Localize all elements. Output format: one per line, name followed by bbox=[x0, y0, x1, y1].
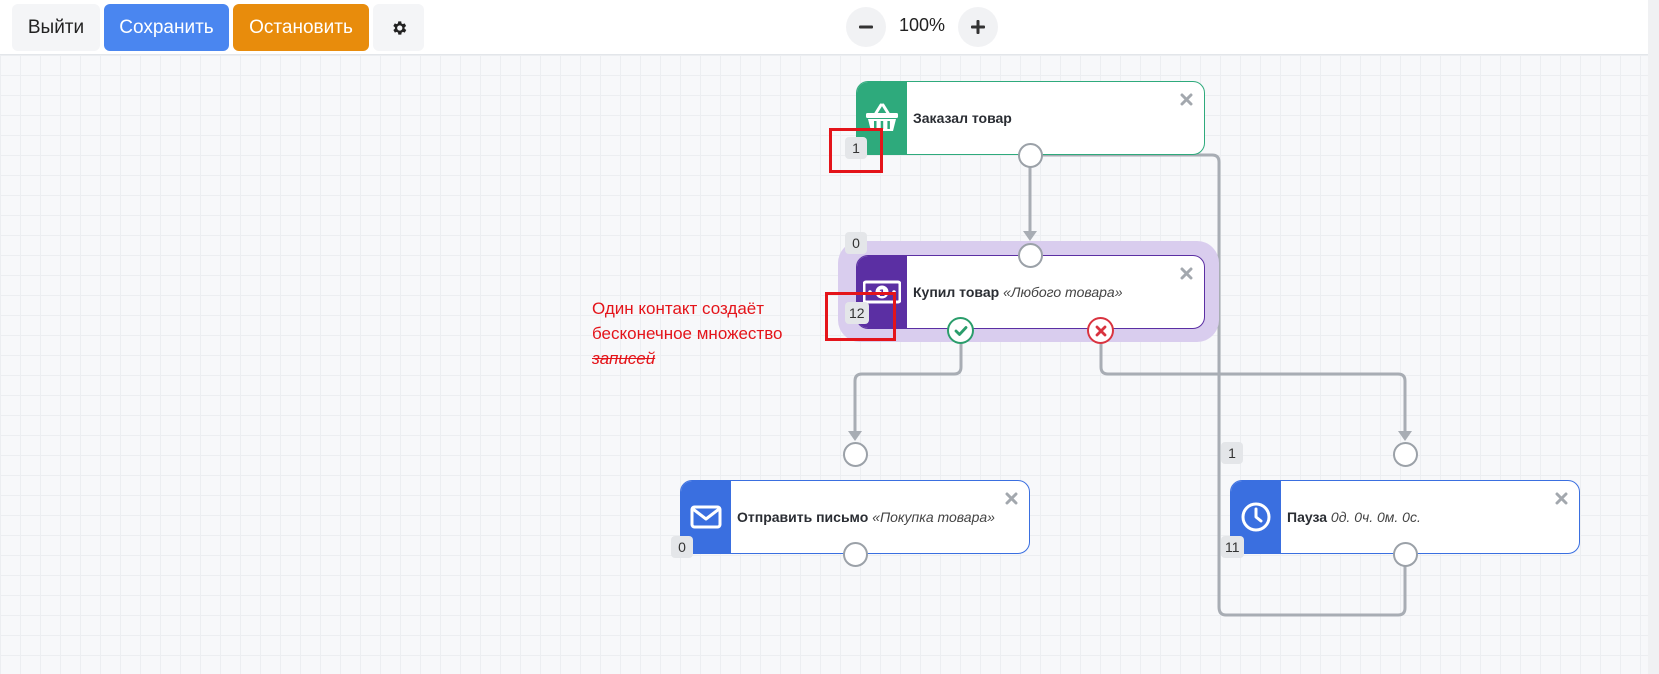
highlight-box-buy-counter bbox=[825, 292, 896, 341]
node-title: Отправить письмо «Покупка товара» bbox=[731, 509, 995, 525]
counter-badge-pause-out: 11 bbox=[1221, 536, 1244, 558]
plus-icon bbox=[971, 20, 985, 34]
wire-no-to-pause bbox=[1099, 328, 1407, 435]
cross-icon bbox=[1095, 325, 1106, 336]
annotation-line: бесконечное множество bbox=[592, 324, 783, 343]
counter-badge-pause-in: 1 bbox=[1221, 442, 1243, 464]
highlight-box-order-counter bbox=[829, 128, 883, 173]
node-title-main: Заказал товар bbox=[913, 110, 1012, 126]
close-icon[interactable] bbox=[1003, 490, 1019, 506]
save-button[interactable]: Сохранить bbox=[104, 4, 229, 51]
arrow-into-mail bbox=[848, 431, 862, 441]
exit-button[interactable]: Выйти bbox=[12, 4, 100, 51]
scrollbar-track[interactable] bbox=[1648, 0, 1659, 674]
annotation-line: Один контакт создаёт bbox=[592, 299, 765, 318]
counter-badge-buy-in: 0 bbox=[845, 232, 867, 254]
annotation-line: записей bbox=[592, 349, 656, 368]
gear-icon bbox=[392, 20, 406, 35]
output-port[interactable] bbox=[1018, 143, 1043, 168]
envelope-icon bbox=[690, 505, 722, 529]
node-title-main: Пауза bbox=[1287, 509, 1328, 525]
output-port[interactable] bbox=[1393, 542, 1418, 567]
arrow-into-pause bbox=[1398, 431, 1412, 441]
node-title: Заказал товар bbox=[907, 110, 1012, 126]
node-title: Пауза 0д. 0ч. 0м. 0с. bbox=[1281, 509, 1421, 525]
close-icon[interactable] bbox=[1553, 490, 1569, 506]
counter-badge-buy-out: 12 bbox=[845, 302, 869, 324]
node-icon-box bbox=[1231, 481, 1281, 553]
input-port[interactable] bbox=[843, 442, 868, 467]
no-port[interactable] bbox=[1087, 317, 1114, 344]
arrow-into-buy bbox=[1023, 231, 1037, 241]
node-title: Купил товар «Любого товара» bbox=[907, 284, 1123, 300]
counter-badge-order: 1 bbox=[845, 137, 867, 159]
output-port[interactable] bbox=[843, 542, 868, 567]
zoom-out-button[interactable] bbox=[846, 7, 886, 47]
node-title-main: Купил товар bbox=[913, 284, 1000, 300]
counter-badge-mail: 0 bbox=[671, 536, 693, 558]
stop-button[interactable]: Остановить bbox=[233, 4, 369, 51]
minus-icon bbox=[859, 25, 873, 29]
input-port[interactable] bbox=[1018, 243, 1043, 268]
connection-lines bbox=[848, 153, 1412, 617]
wire-yes-to-mail bbox=[853, 328, 963, 435]
yes-port[interactable] bbox=[947, 317, 974, 344]
zoom-level: 100% bbox=[898, 15, 946, 35]
node-title-detail: «Любого товара» bbox=[1003, 284, 1123, 300]
annotation-note: Один контакт создаёт бесконечное множест… bbox=[592, 296, 832, 371]
input-port[interactable] bbox=[1393, 442, 1418, 467]
close-icon[interactable] bbox=[1178, 265, 1194, 281]
clock-icon bbox=[1241, 502, 1271, 532]
zoom-in-button[interactable] bbox=[958, 7, 998, 47]
node-title-main: Отправить письмо bbox=[737, 509, 869, 525]
check-icon bbox=[954, 325, 967, 336]
node-title-detail: «Покупка товара» bbox=[872, 509, 995, 525]
close-icon[interactable] bbox=[1178, 91, 1194, 107]
node-title-detail: 0д. 0ч. 0м. 0с. bbox=[1330, 509, 1421, 525]
wire-order-to-pause-loop bbox=[1041, 153, 1407, 617]
flow-canvas[interactable]: Заказал товар 1 1 Купил товар «Любого то… bbox=[0, 55, 1659, 674]
toolbar: Выйти Сохранить Остановить 100% bbox=[0, 0, 1659, 55]
settings-button[interactable] bbox=[373, 4, 424, 51]
